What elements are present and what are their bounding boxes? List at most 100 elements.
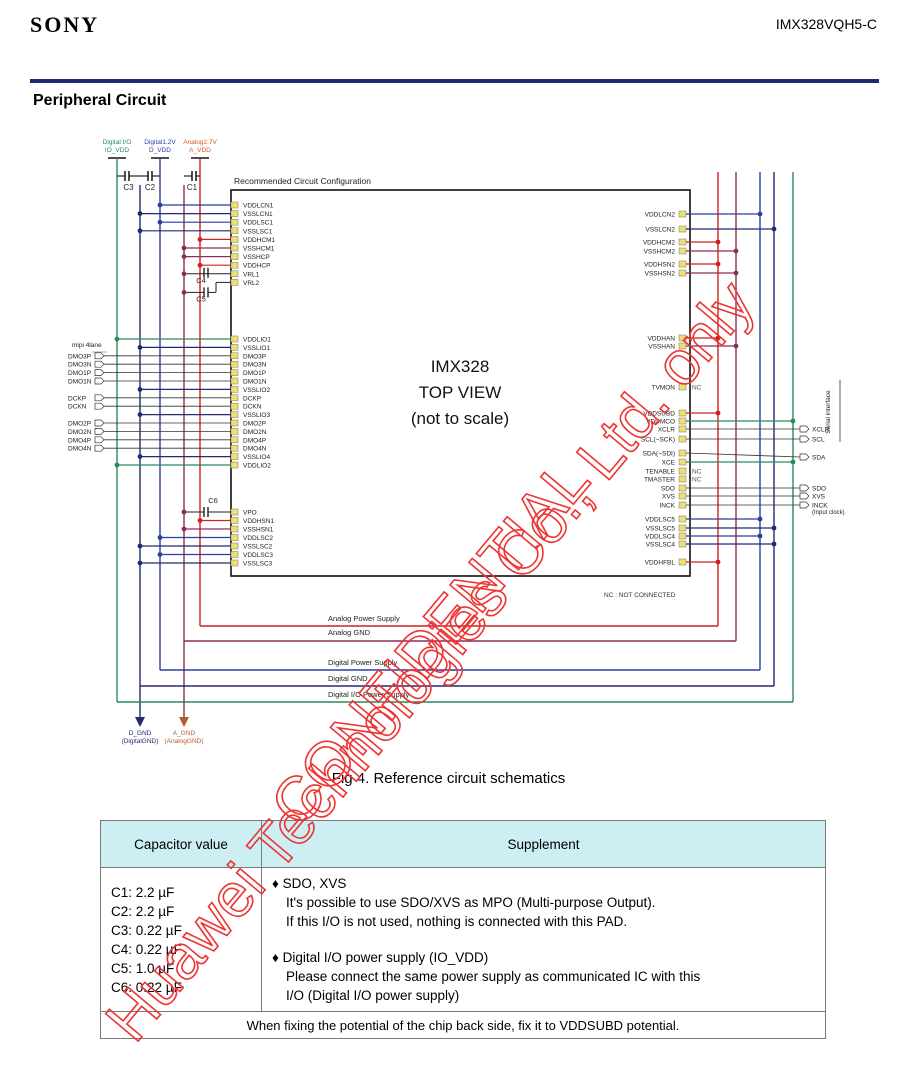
pin-pad	[230, 218, 239, 226]
pin-pad	[678, 342, 687, 350]
pin-pad	[230, 244, 239, 252]
junction-dot	[181, 254, 187, 259]
pin-label: TMASTER	[644, 477, 675, 484]
port-symbol	[799, 425, 810, 433]
pin-label: DMO3N	[243, 362, 267, 369]
junction-dot	[771, 226, 777, 232]
pin-pad	[678, 532, 687, 540]
pin-pad	[678, 417, 687, 425]
pin-label: VDDHCP	[243, 263, 270, 270]
port-symbol	[94, 394, 105, 402]
pin-label: VSSLSC4	[646, 542, 676, 549]
pin-label: VDDHSN1	[243, 518, 274, 525]
pin-label: VSSHCM1	[243, 246, 275, 253]
supplement-sdo-xvs-title: ♦ SDO, XVS	[272, 876, 347, 891]
pin-pad	[678, 225, 687, 233]
capacitor-value: C6: 0.22 µF	[111, 979, 182, 995]
pin-pad	[230, 261, 239, 269]
supplement-cell: ♦ SDO, XVS It's possible to use SDO/XVS …	[261, 867, 826, 1012]
pin-pad	[230, 344, 239, 351]
ground-label: (DigitalGND)	[122, 738, 159, 745]
pin-label: VSSLSC5	[646, 526, 676, 533]
junction-dot	[181, 509, 187, 515]
mipi-output-label: DMO2N	[68, 429, 92, 436]
supply-label: IO_VDD	[105, 147, 130, 154]
pin-pad	[678, 458, 687, 466]
pin-pad	[678, 238, 687, 246]
pin-pad	[230, 461, 239, 469]
header-rule	[30, 79, 879, 83]
pin-label: VDDHSN2	[644, 262, 675, 269]
pin-pad	[678, 475, 687, 483]
pin-pad	[230, 352, 239, 360]
nc-label: NC	[692, 385, 702, 392]
pin-label: VDDLCN2	[645, 212, 676, 219]
pin-label: DMO2N	[243, 429, 267, 436]
control-output-label: SCL	[812, 437, 825, 444]
junction-dot	[181, 526, 187, 532]
junction-dot	[771, 541, 777, 547]
junction-dot	[137, 345, 143, 350]
port-symbol	[94, 360, 105, 368]
junction-dot	[790, 418, 796, 424]
port-symbol	[94, 352, 105, 360]
port-symbol	[94, 444, 105, 452]
junction-dot	[137, 560, 143, 566]
junction-dot	[157, 535, 163, 540]
junction-dot	[733, 343, 739, 349]
mipi-title: mipi 4lane	[72, 342, 102, 349]
pin-pad	[230, 394, 239, 402]
pin-pad	[678, 515, 687, 523]
port-symbol	[94, 419, 105, 427]
pin-pad	[678, 269, 687, 277]
supply-label: Analog2.7V	[183, 139, 217, 146]
control-output-label: XVS	[812, 494, 826, 501]
pin-label: VDDLSC1	[243, 220, 273, 227]
pin-pad	[230, 270, 239, 278]
pin-label: XVS	[662, 494, 676, 501]
pin-label: VSSLSC3	[243, 561, 273, 568]
pin-label: VDDHCM2	[643, 240, 676, 247]
pin-label: VDDHFBL	[645, 560, 676, 567]
pin-label: SDA(~SDI)	[643, 451, 675, 458]
pin-label: DMO1N	[243, 379, 267, 386]
junction-dot	[137, 211, 143, 217]
mipi-output-label: DMO3P	[68, 353, 91, 360]
section-title: Peripheral Circuit	[33, 92, 167, 109]
control-wire	[685, 452, 801, 458]
pin-label: VRL2	[243, 280, 260, 287]
capacitor-label: C1	[187, 183, 198, 192]
nc-note: NC : NOT CONNECTED	[604, 592, 676, 599]
junction-dot	[771, 525, 777, 531]
junction-dot	[114, 336, 120, 342]
pin-pad	[230, 508, 239, 516]
pin-pad	[678, 383, 687, 391]
pin-pad	[230, 360, 239, 368]
pin-label: VSSHSN1	[243, 527, 274, 534]
pin-pad	[230, 436, 239, 444]
port-symbol	[799, 484, 810, 492]
pin-pad	[230, 411, 239, 418]
port-symbol	[94, 369, 105, 376]
port-symbol	[94, 428, 105, 435]
pin-pad	[230, 227, 239, 235]
pin-label: VRL1	[243, 271, 260, 278]
rail-label: Digital I/O Power Supply	[328, 690, 410, 699]
pin-label: VDDHCM1	[243, 237, 276, 244]
schematic-labels: Digital I/OIO_VDDDigital1.2VD_VDDAnalog2…	[68, 139, 845, 745]
port-symbol	[94, 436, 105, 444]
ground-label: (AnalogGND)	[164, 738, 203, 745]
rail-label: Analog GND	[328, 628, 371, 637]
pin-label: VSSLIO1	[243, 345, 270, 352]
pin-pad	[230, 210, 239, 217]
circuit-config-title: Recommended Circuit Configuration	[234, 176, 371, 186]
pin-label: VPO	[243, 510, 257, 517]
junction-dot	[757, 516, 763, 522]
junction-dot	[181, 271, 187, 277]
control-output-label: INCK	[812, 503, 828, 510]
pin-label: VDDLSC2	[243, 535, 273, 542]
pin-label: DCKN	[243, 404, 262, 411]
mipi-output-label: DCKP	[68, 395, 86, 402]
pin-label: XCE	[662, 460, 676, 467]
rail-label: Analog Power Supply	[328, 614, 400, 623]
